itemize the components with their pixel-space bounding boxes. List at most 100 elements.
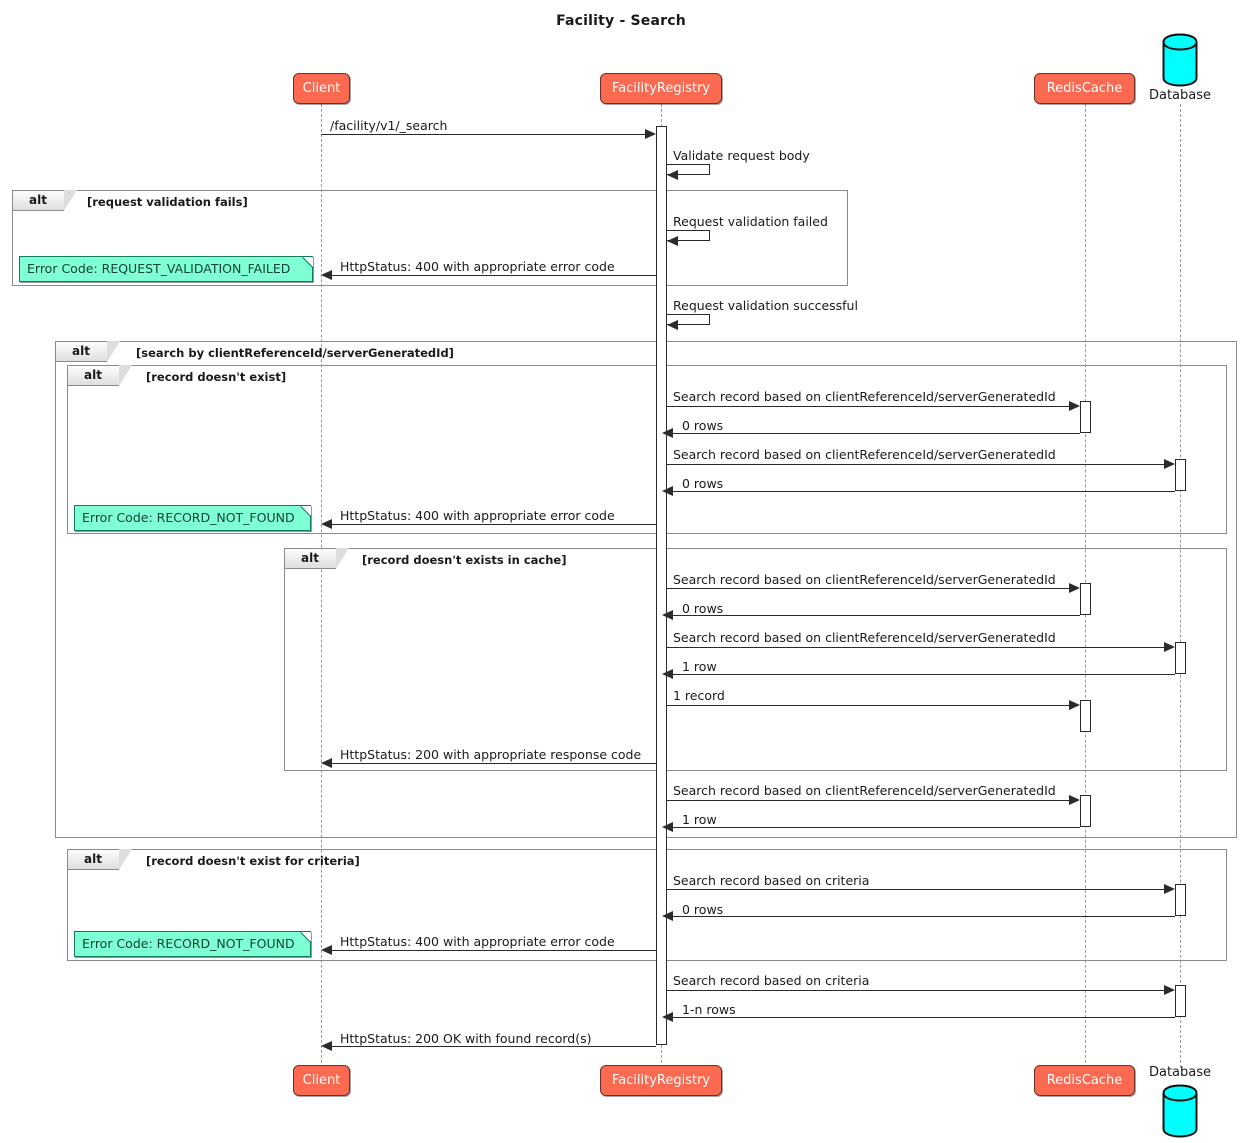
participant-rediscache-bottom[interactable]: RedisCache [1034,1065,1135,1096]
message-arrow-line [321,134,645,135]
message-arrowhead-left-icon [662,669,673,679]
message-label: HttpStatus: 400 with appropriate error c… [340,259,615,274]
message-label: 1 record [673,688,725,703]
message-label: 0 rows [682,418,724,433]
message-arrowhead-left-icon [662,486,673,496]
alt-frame-tab-notch-icon [118,849,132,870]
message-arrow-line [667,990,1164,991]
participant-facilityregistry-top[interactable]: FacilityRegistry [600,73,722,104]
alt-keyword: alt [84,368,102,382]
message-arrowhead-left-icon [321,270,332,280]
note-fold-corner-icon [303,257,313,267]
message-label: /facility/v1/_search [330,118,448,133]
message-arrow-line [332,524,656,525]
alt-frame-tab [67,365,119,386]
alt-condition: [record doesn't exist for criteria] [146,854,360,868]
message-label: 0 rows [682,476,724,491]
alt-frame-tab-notch-icon [63,190,77,211]
message-label: Search record based on clientReferenceId… [673,447,1056,462]
alt-keyword: alt [84,852,102,866]
activation-database [1175,642,1186,674]
message-label: HttpStatus: 400 with appropriate error c… [340,934,615,949]
alt-condition: [request validation fails] [87,195,248,209]
activation-database [1175,459,1186,491]
message-label: 0 rows [682,601,724,616]
message-label: Request validation successful [673,298,858,313]
message-label: HttpStatus: 400 with appropriate error c… [340,508,615,523]
message-arrow-line [673,916,1175,917]
message-arrowhead-left-icon [321,519,332,529]
alt-frame-tab [67,849,119,870]
message-arrowhead-left-icon [662,428,673,438]
message-arrowhead-left-icon [667,236,678,246]
note-request-validation-failed [19,256,313,282]
note-text: Error Code: RECORD_NOT_FOUND [82,510,295,525]
message-arrowhead-left-icon [321,758,332,768]
message-arrow-line [667,588,1069,589]
note-fold-corner-icon [301,932,311,942]
database-cylinder-icon[interactable] [1162,1084,1198,1138]
message-arrow-line [667,464,1164,465]
message-arrowhead-right-icon [1164,642,1175,652]
alt-frame-record-doesnt-exist [67,365,1227,534]
message-arrow-line [667,705,1069,706]
message-arrowhead-left-icon [321,1041,332,1051]
message-arrowhead-right-icon [1069,795,1080,805]
alt-keyword: alt [301,551,319,565]
message-arrowhead-left-icon [667,170,678,180]
message-arrowhead-left-icon [662,1012,673,1022]
message-label: Request validation failed [673,214,828,229]
activation-rediscache [1080,795,1091,827]
alt-frame-tab [12,190,64,211]
message-label: Search record based on criteria [673,973,870,988]
message-arrowhead-right-icon [1069,401,1080,411]
note-record-not-found [74,505,311,531]
note-fold-corner-icon [301,506,311,516]
message-arrow-line [332,1046,656,1047]
alt-frame-record-not-in-cache [284,548,1227,771]
message-label: Search record based on criteria [673,873,870,888]
alt-frame-search-by-id [55,341,1237,838]
activation-database [1175,985,1186,1017]
message-arrowhead-left-icon [662,822,673,832]
lifeline-client [321,104,322,1068]
alt-condition: [record doesn't exists in cache] [362,553,567,567]
alt-frame-tab-notch-icon [335,548,349,569]
message-arrow-line [673,615,1080,616]
message-label: 0 rows [682,902,724,917]
database-cylinder-icon[interactable] [1162,33,1198,87]
self-message-loop [667,164,710,175]
alt-frame-tab [284,548,336,569]
participant-facilityregistry-bottom[interactable]: FacilityRegistry [600,1065,722,1096]
note-text: Error Code: REQUEST_VALIDATION_FAILED [27,261,291,276]
message-arrow-line [673,433,1080,434]
alt-keyword: alt [72,344,90,358]
message-arrow-line [667,889,1164,890]
message-arrowhead-left-icon [662,610,673,620]
participant-client-top[interactable]: Client [293,73,350,104]
alt-frame-record-not-for-criteria [67,849,1227,961]
activation-rediscache [1080,583,1091,615]
alt-frame-tab-notch-icon [118,365,132,386]
alt-frame-tab-notch-icon [106,341,120,362]
message-label: Search record based on clientReferenceId… [673,389,1056,404]
message-label: 1 row [682,812,717,827]
message-arrow-line [332,950,656,951]
participant-rediscache-top[interactable]: RedisCache [1034,73,1135,104]
message-arrowhead-right-icon [1069,700,1080,710]
note-record-not-found [74,931,311,957]
self-message-loop [667,230,710,241]
participant-database-bottom-label: Database [1148,1065,1212,1080]
message-arrowhead-left-icon [321,945,332,955]
note-text: Error Code: RECORD_NOT_FOUND [82,936,295,951]
message-arrowhead-left-icon [667,320,678,330]
lifeline-database [1180,104,1181,1068]
alt-keyword: alt [29,193,47,207]
activation-rediscache [1080,401,1091,433]
participant-client-bottom[interactable]: Client [293,1065,350,1096]
message-arrow-line [673,1017,1175,1018]
self-message-loop [667,314,710,325]
message-arrow-line [667,800,1069,801]
activation-database [1175,884,1186,916]
